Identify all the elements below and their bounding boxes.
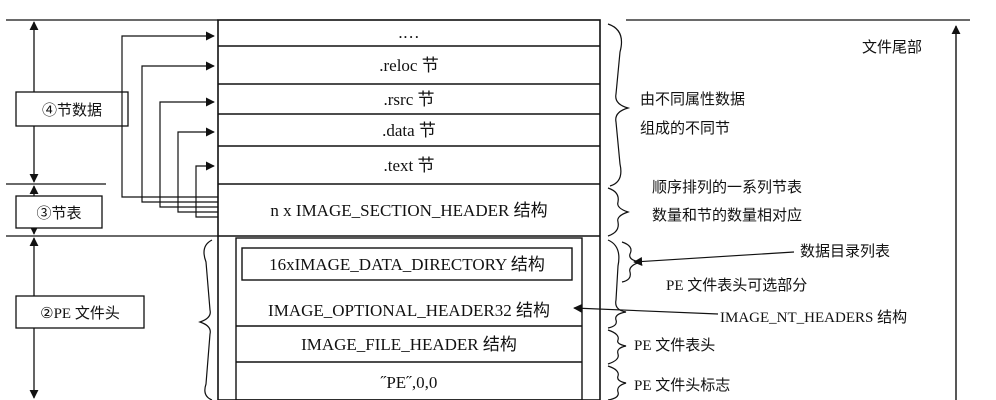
pe-header-label: ②PE 文件头 <box>40 305 120 322</box>
data-directory-label: 数据目录列表 <box>800 243 890 260</box>
data-directory-box <box>241 247 573 281</box>
row-ellipsis: .… <box>398 23 419 42</box>
row-data: .data 节 <box>382 121 436 140</box>
data-directory-pointer <box>633 251 795 266</box>
signature-brace <box>607 365 627 400</box>
pe-header-box <box>235 237 583 400</box>
row-signature: ˝PE˝,0,0 <box>380 373 438 392</box>
section-table-label-box <box>15 195 103 229</box>
optional-header-label: PE 文件表头可选部分 <box>666 277 807 294</box>
row-optional-header: IMAGE_OPTIONAL_HEADER32 结构 <box>268 301 550 320</box>
pointer-to-data <box>159 97 218 208</box>
pointer-to-text-b <box>195 161 218 218</box>
signature-label: PE 文件头标志 <box>634 377 730 394</box>
table-desc-line-1: 顺序排列的一系列节表 <box>652 179 802 196</box>
row-data-directory: 16xIMAGE_DATA_DIRECTORY 结构 <box>269 255 545 274</box>
pointer-to-rsrc <box>141 61 218 203</box>
sections-brace <box>607 23 631 187</box>
sections-desc-line-2: 组成的不同节 <box>640 120 730 137</box>
row-text: .text 节 <box>384 156 435 175</box>
row-reloc: .reloc 节 <box>379 56 438 75</box>
pointer-to-reloc <box>121 31 218 198</box>
section-table-label: ③节表 <box>36 205 81 222</box>
row-file-header: IMAGE_FILE_HEADER 结构 <box>301 335 517 354</box>
section-data-label-box <box>15 91 129 127</box>
file-header-label: PE 文件表头 <box>634 337 715 354</box>
row-rsrc: .rsrc 节 <box>384 90 435 109</box>
pe-header-label-box <box>15 295 145 329</box>
nt-headers-label: IMAGE_NT_HEADERS 结构 <box>720 309 907 326</box>
section-data-label: ④节数据 <box>42 102 102 119</box>
table-desc-line-2: 数量和节的数量相对应 <box>652 206 802 224</box>
row-section-header: n x IMAGE_SECTION_HEADER 结构 <box>270 201 547 220</box>
nt-headers-pointer <box>573 303 719 315</box>
sections-desc-line-1: 由不同属性数据 <box>640 91 745 108</box>
optional-header-brace <box>607 239 627 329</box>
section-table-brace <box>607 187 630 237</box>
pe-header-brace <box>198 239 213 400</box>
file-header-brace <box>607 329 627 365</box>
pointer-to-text-a <box>177 127 218 213</box>
file-stack <box>217 19 601 400</box>
file-tail-label: 文件尾部 <box>862 39 922 56</box>
